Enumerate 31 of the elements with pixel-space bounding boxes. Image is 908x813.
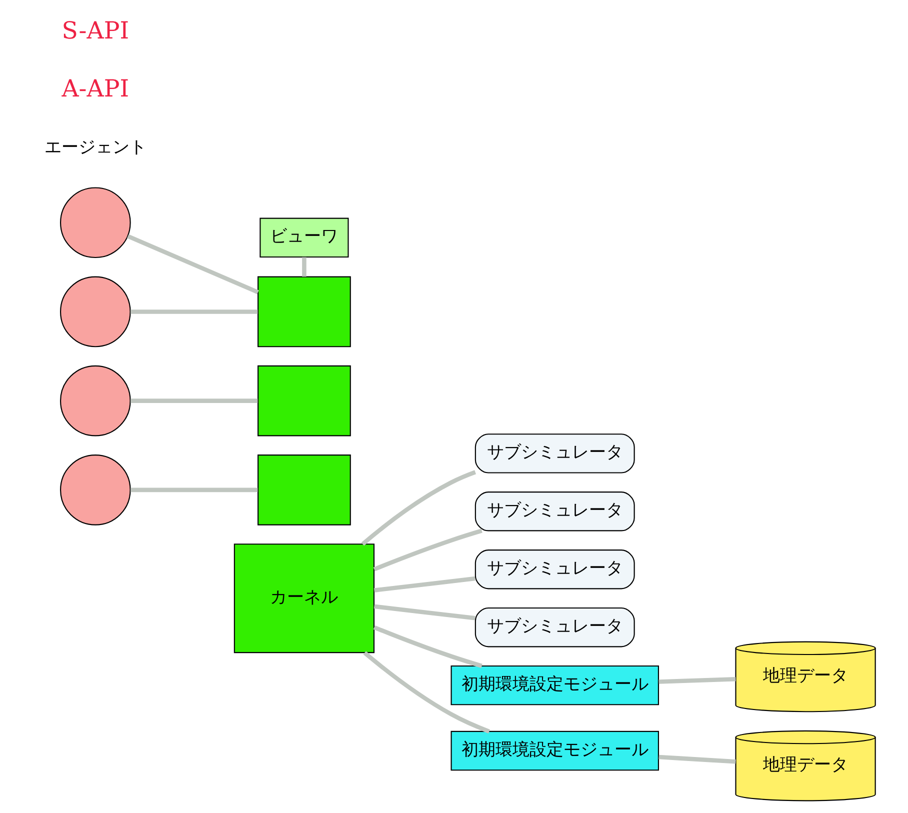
node-circle (59, 454, 130, 525)
node-box: カーネル (233, 543, 374, 653)
connector (373, 576, 475, 592)
connector (126, 234, 258, 294)
node-box: ビューワ (259, 217, 348, 258)
connector (658, 676, 736, 684)
label: S-API (61, 16, 129, 44)
node-box: 初期環境設定モジュール (450, 664, 658, 705)
connector (372, 624, 482, 668)
node-circle (59, 186, 130, 258)
connector (130, 309, 258, 314)
connector (130, 487, 258, 492)
connector (360, 470, 476, 546)
node-circle (59, 364, 130, 436)
node-box (257, 364, 350, 436)
label: エージェント (44, 137, 146, 158)
connector (372, 528, 482, 571)
node-box (257, 454, 350, 525)
connector (658, 754, 736, 764)
connector (373, 604, 475, 620)
node-box: サブシミュレータ (474, 433, 634, 473)
connector (362, 650, 490, 733)
node-box: サブシミュレータ (474, 606, 634, 647)
node-box (257, 276, 350, 347)
node-box: サブシミュレータ (474, 491, 634, 531)
connector (130, 398, 258, 402)
node-circle (59, 276, 130, 347)
node-box: 初期環境設定モジュール (450, 730, 658, 770)
node-box: サブシミュレータ (474, 549, 634, 589)
label: A-API (61, 74, 129, 102)
connector (302, 256, 306, 276)
